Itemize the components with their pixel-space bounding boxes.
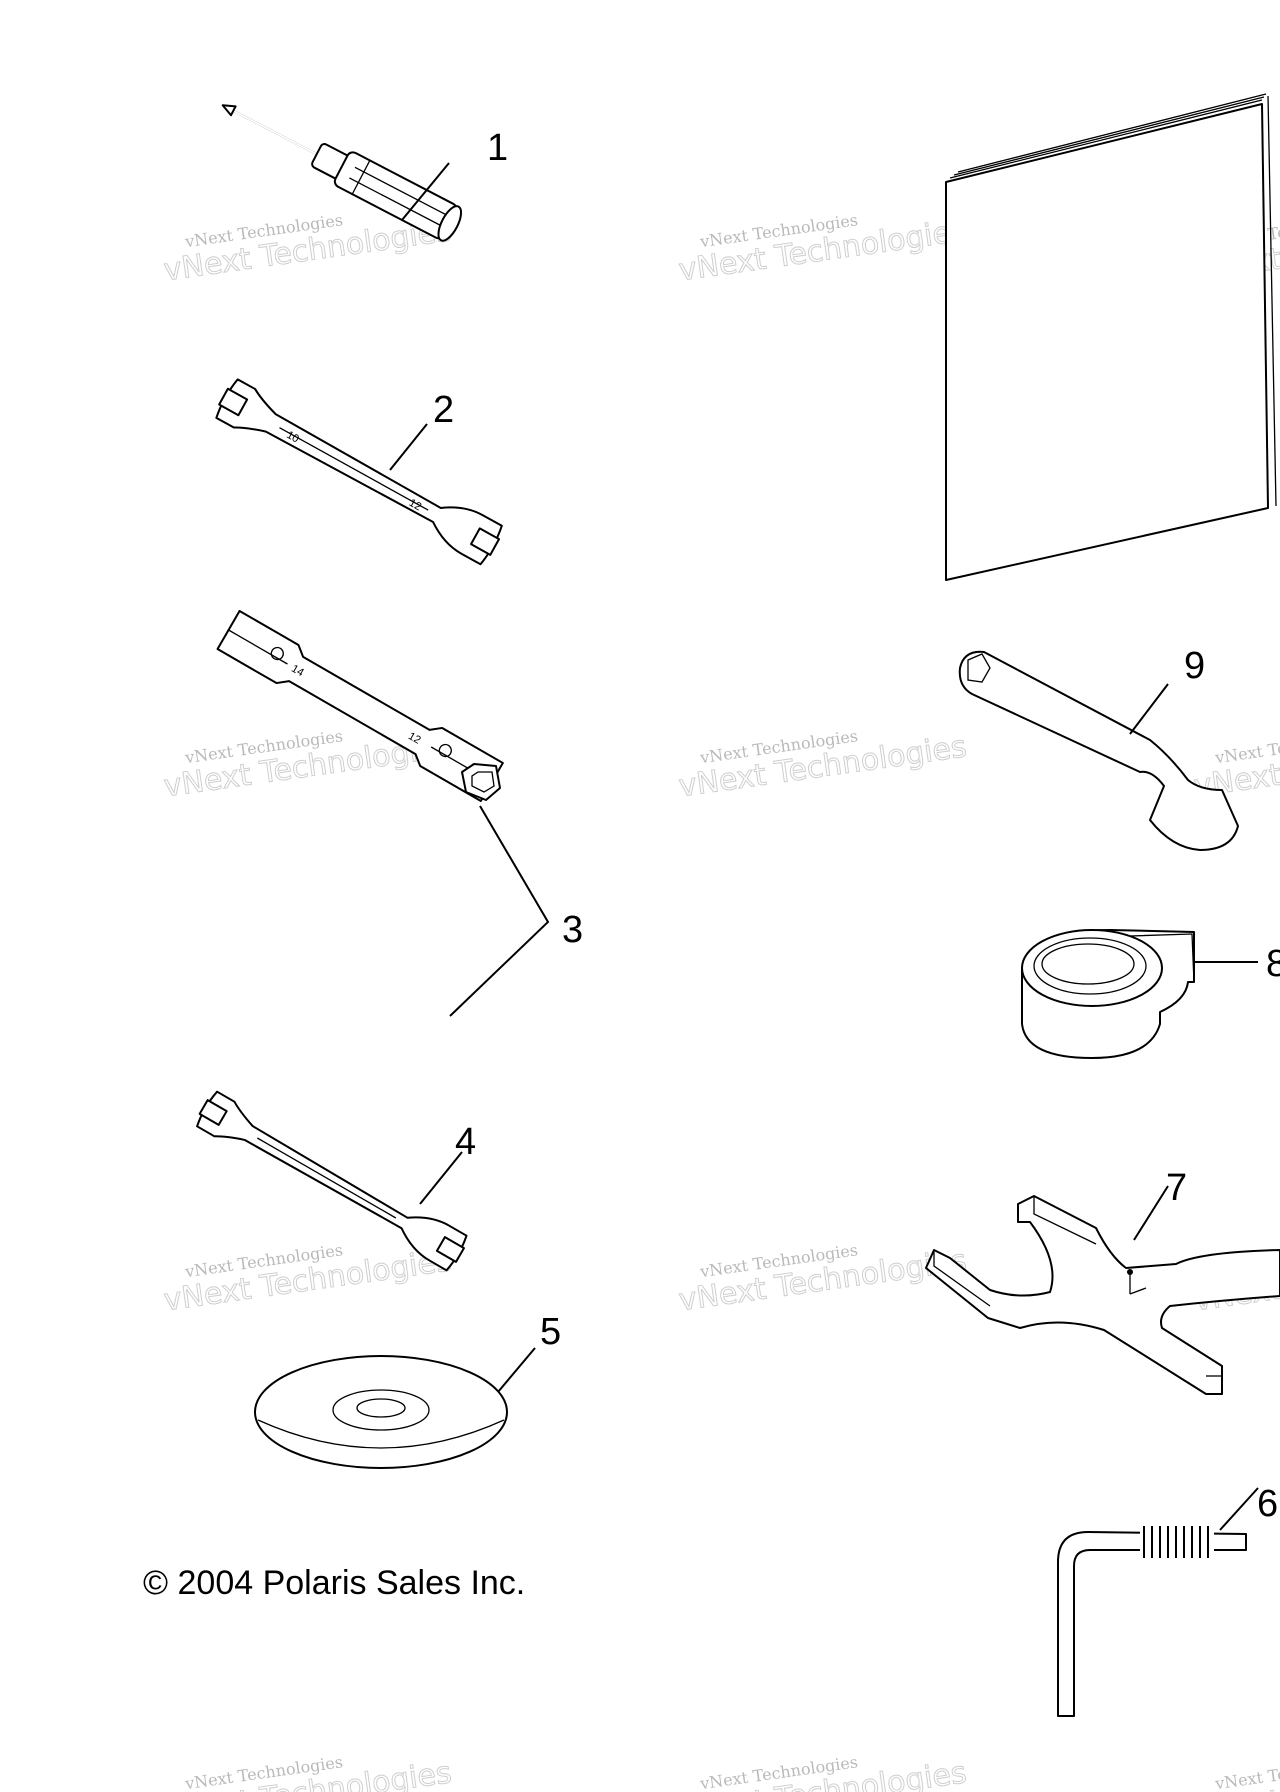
- watermark: vNext Technologies vNext Technologies: [1191, 1752, 1280, 1792]
- part-8-tape-roll: [1021, 929, 1258, 1059]
- watermark: vNext Technologies vNext Technologies: [676, 726, 969, 805]
- part-5-disc: [254, 1347, 536, 1469]
- callout-7: 7: [1166, 1167, 1187, 1209]
- copyright-notice: © 2004 Polaris Sales Inc.: [143, 1564, 525, 1602]
- callout-9: 9: [1184, 645, 1205, 687]
- owners-manual: [945, 93, 1277, 581]
- callout-1: 1: [487, 127, 508, 169]
- callout-6: 6: [1257, 1483, 1278, 1525]
- callout-2: 2: [433, 389, 454, 431]
- svg-text:10: 10: [284, 429, 301, 445]
- part-1-screwdriver: [221, 104, 463, 242]
- part-3-socket-wrench: 14 12: [210, 609, 550, 1068]
- callout-5: 5: [540, 1311, 561, 1353]
- svg-text:14: 14: [289, 663, 306, 680]
- watermark: vNext Technologies vNext Technologies: [676, 1240, 969, 1319]
- callout-4: 4: [455, 1121, 476, 1163]
- svg-text:12: 12: [407, 497, 424, 513]
- part-4-wrench: [196, 1090, 468, 1272]
- watermark: vNext Technologies vNext Technologies: [161, 1752, 454, 1792]
- watermark: vNext Technologies vNext Technologies: [676, 1752, 969, 1792]
- part-6-hex-key: [1057, 1487, 1259, 1717]
- part-7-y-tool: [925, 1185, 1280, 1395]
- svg-text:12: 12: [406, 730, 423, 747]
- callout-8: 8: [1266, 943, 1280, 985]
- part-9-spanner-wrench: [958, 650, 1239, 851]
- watermark: vNext Technologies vNext Technologies: [676, 210, 969, 289]
- part-2-wrench: 10 12: [215, 378, 503, 566]
- callout-3: 3: [562, 909, 583, 951]
